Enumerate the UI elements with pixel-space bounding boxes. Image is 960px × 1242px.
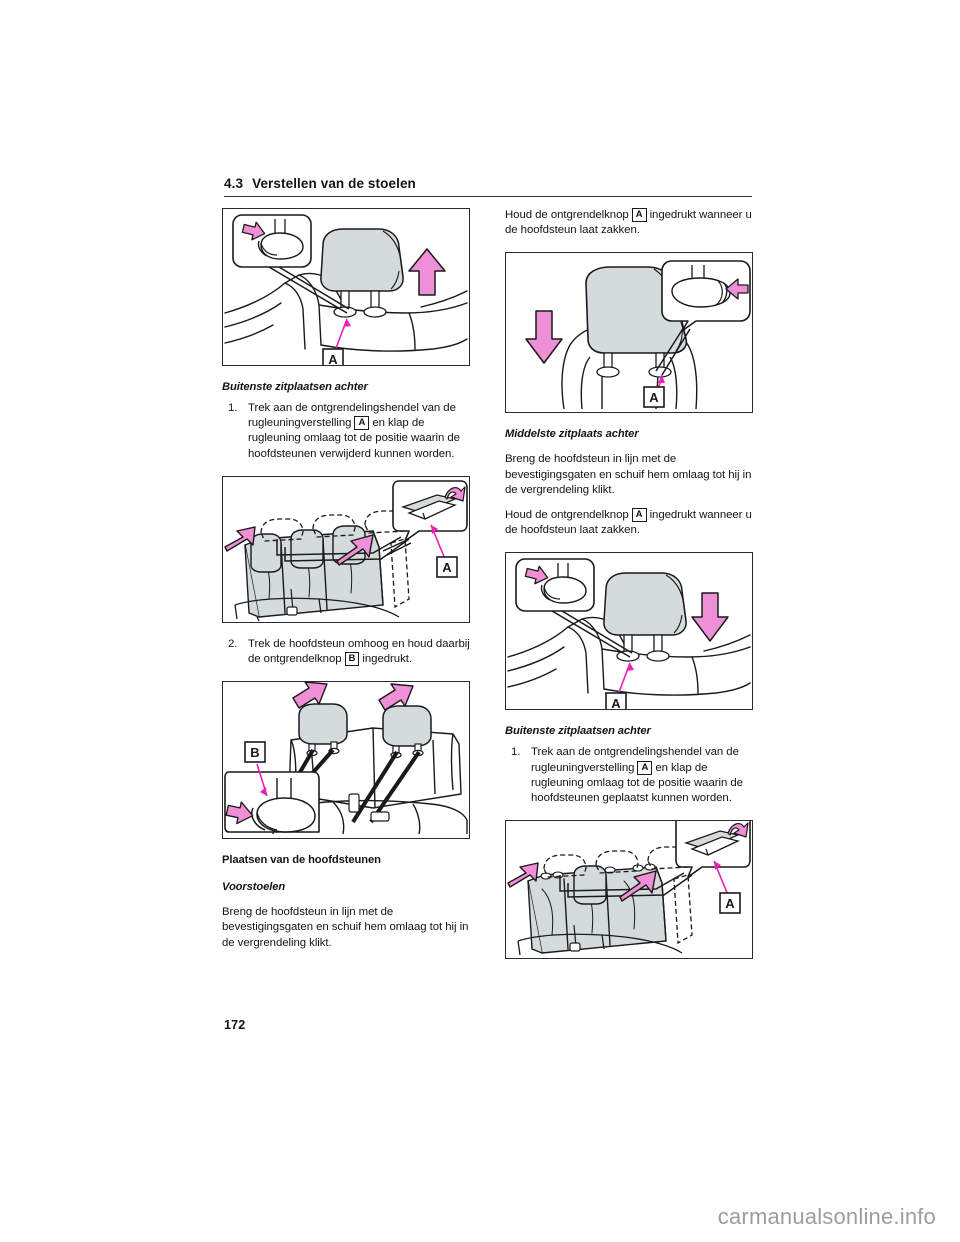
figure-rear-seatback-fold-down-install: A [505, 820, 753, 960]
svg-text:A: A [611, 696, 621, 709]
paragraph-text-before: Houd de ontgrendelknop [505, 209, 629, 221]
step-marker: 1. [511, 746, 521, 759]
figure-label-a: A [719, 892, 741, 915]
svg-text:A: A [328, 352, 338, 365]
svg-text:A: A [725, 896, 735, 911]
steps-list-right: 1. Trek aan de ontgrendelingshendel van d… [505, 745, 753, 806]
ref-box-a: A [631, 208, 647, 222]
svg-text:A: A [649, 390, 659, 405]
left-column: A Buitenste zitplaatsen achter 1. Trek aa… [222, 208, 470, 1032]
svg-text:B: B [250, 745, 259, 760]
ref-box-a: A [631, 508, 647, 523]
fold-arrow-right [336, 534, 374, 566]
label-a-pointer [617, 663, 634, 696]
paragraph-middelste-install: Breng de hoofdsteun in lijn met de beves… [505, 453, 752, 496]
ref-box-a: A [637, 760, 653, 775]
paragraph-text-after: ingedrukt wanneer u de hoofdsteun laat z… [505, 509, 752, 537]
section-number: 4.3 [224, 176, 244, 191]
ref-box-a: A [354, 416, 370, 431]
step-text-after: en klap de rugleuning omlaag tot de posi… [248, 417, 460, 460]
figure-label-a: A [605, 692, 627, 710]
figure-rear-outer-headrest-pull-up: A [222, 208, 470, 366]
paragraph-text-before: Houd de ontgrendelknop [505, 509, 629, 522]
label-a-pointer [713, 860, 729, 896]
ref-box-b: B [344, 652, 360, 667]
figure-rear-center-headrest-lower: A [505, 552, 753, 711]
page-section-header: 4.3 Verstellen van de stoelen [224, 176, 752, 191]
heading-voorstoelen: Voorstoelen [222, 881, 286, 894]
heading-buitenste-zitplaatsen-achter: Buitenste zitplaatsen achter [222, 381, 368, 393]
headrest-up-arrow-left [292, 682, 328, 709]
list-item: 1. Trek aan de ontgrendelingshendel van d… [505, 745, 753, 806]
list-item: 2. Trek de hoofdsteun omhoog en houd daar… [222, 637, 470, 667]
figure-label-a: A [436, 556, 458, 578]
inset-pink-arrow [524, 566, 549, 585]
figure-label-b: B [244, 741, 266, 764]
step-marker: 2. [228, 637, 238, 650]
steps-list-left-2: 2. Trek de hoofdsteun omhoog en houd daar… [222, 637, 470, 667]
header-divider [224, 196, 752, 197]
label-a-pointer [334, 318, 351, 352]
heading-buitenste-zitplaatsen-achter-2: Buitenste zitplaatsen achter [505, 725, 651, 738]
fold-arrow-left [507, 862, 539, 888]
page-number: 172 [224, 1018, 246, 1032]
figure-label-a: A [322, 348, 344, 365]
fold-arrow-left [224, 526, 256, 552]
step-text-before: Trek aan de ontgrendelingshendel van de … [248, 402, 456, 430]
step-text-before: Trek de hoofdsteun omhoog en houd daarbi… [248, 637, 470, 666]
list-item: 1. Trek aan de ontgrendelingshendel van d… [222, 401, 470, 462]
headrest-up-arrow-right [378, 683, 414, 711]
step-text-after: ingedrukt. [362, 653, 412, 666]
paragraph-text-after: ingedrukt wanneer u de hoofdsteun laat z… [505, 209, 752, 237]
headrest-down-arrow [691, 592, 729, 643]
paragraph-voorstoelen: Breng de hoofdsteun in lijn met de beves… [222, 906, 469, 949]
fold-arrow-right [619, 870, 657, 902]
headrest-down-arrow [525, 310, 563, 365]
heading-plaatsen-van-de-hoofdsteunen: Plaatsen van de hoofdsteunen [222, 854, 381, 867]
site-watermark: carmanualsonline.info [717, 1204, 936, 1229]
headrest-up-arrow [408, 248, 446, 296]
figure-rear-headrest-remove: B [222, 681, 470, 840]
step-text-after: en klap de rugleuning omlaag tot de posi… [531, 761, 743, 805]
step-text-before: Trek aan de ontgrendelingshendel van de … [531, 746, 739, 774]
label-a-pointer [430, 524, 446, 560]
label-b-pointer [256, 763, 268, 797]
heading-middelste-zitplaats-achter: Middelste zitplaats achter [505, 428, 639, 441]
step-marker: 1. [228, 402, 238, 414]
inset-pink-arrow [241, 221, 266, 241]
figure-front-seat-headrest-lower: A [505, 252, 753, 414]
figure-label-a: A [643, 386, 665, 409]
section-title: Verstellen van de stoelen [252, 176, 416, 191]
steps-list-left: 1. Trek aan de ontgrendelingshendel van d… [222, 401, 470, 462]
figure-rear-seatback-fold-down: A [222, 475, 470, 623]
svg-text:A: A [442, 560, 452, 575]
